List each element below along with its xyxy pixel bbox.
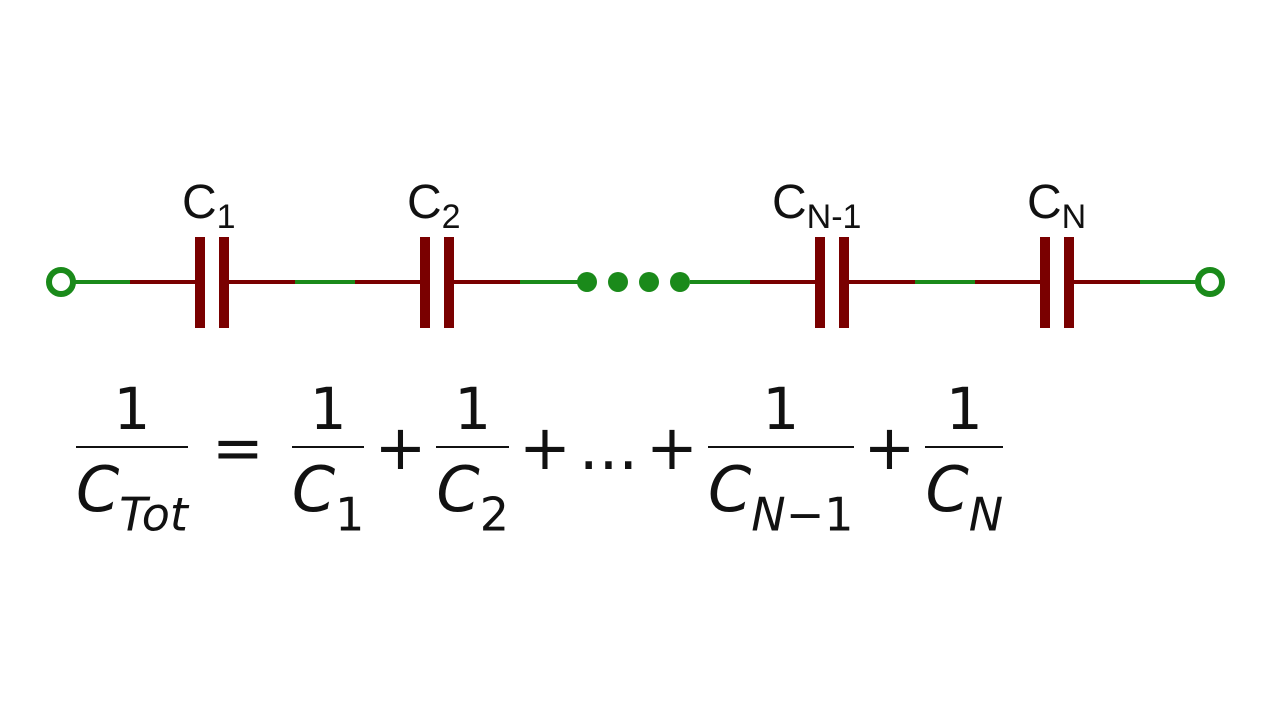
plus-sign: +	[646, 411, 698, 484]
numerator: 1	[113, 375, 151, 443]
series-capacitance-equation: 1 CTot = 1 C1 + 1 C2 + ... + 1 CN−1 + 1	[72, 372, 1007, 542]
capacitor-plate	[1040, 237, 1050, 328]
denominator: C2	[436, 453, 509, 542]
capacitor-plate	[219, 237, 229, 328]
fraction-cn: 1 CN	[921, 372, 1007, 542]
fraction-bar	[436, 446, 509, 448]
fraction-total: 1 CTot	[72, 372, 192, 542]
capacitor-plate	[444, 237, 454, 328]
numerator: 1	[762, 375, 800, 443]
capacitor-label-c1: C1	[182, 176, 236, 236]
capacitor-label-c2: C2	[407, 176, 461, 236]
terminals	[46, 267, 1225, 297]
capacitor-plates	[195, 237, 1074, 328]
denominator: CN	[925, 453, 1004, 542]
denominator: CTot	[76, 453, 188, 542]
numerator: 1	[945, 375, 983, 443]
capacitor-plate	[815, 237, 825, 328]
fraction-c2: 1 C2	[432, 372, 513, 542]
capacitor-label-cn-1: CN-1	[772, 176, 861, 236]
fraction-cn-1: 1 CN−1	[704, 372, 858, 542]
plus-sign: +	[518, 411, 571, 484]
ellipsis-dot	[639, 272, 659, 292]
fraction-bar	[291, 446, 365, 448]
ellipsis-dot	[577, 272, 597, 292]
fraction-bar	[76, 446, 188, 448]
capacitor-plate	[1064, 237, 1074, 328]
numerator: 1	[309, 375, 347, 443]
ellipsis-dots	[577, 272, 690, 292]
fraction-bar	[708, 446, 854, 448]
capacitor-plate	[195, 237, 205, 328]
ellipsis: ...	[578, 411, 639, 484]
fraction-c1: 1 C1	[288, 372, 369, 542]
terminal-left	[46, 267, 76, 297]
equals-sign: =	[211, 411, 264, 484]
denominator: CN−1	[708, 453, 854, 542]
denominator: C1	[291, 453, 365, 542]
fraction-bar	[925, 446, 1004, 448]
numerator: 1	[454, 375, 492, 443]
capacitor-plate	[420, 237, 430, 328]
plus-sign: +	[374, 411, 427, 484]
plus-sign: +	[863, 411, 916, 484]
capacitor-label-cn: CN	[1027, 176, 1086, 236]
terminal-right	[1195, 267, 1225, 297]
ellipsis-dot	[608, 272, 628, 292]
circuit-schematic: C1 C2 CN-1 CN	[46, 176, 1225, 328]
capacitor-plate	[839, 237, 849, 328]
ellipsis-dot	[670, 272, 690, 292]
